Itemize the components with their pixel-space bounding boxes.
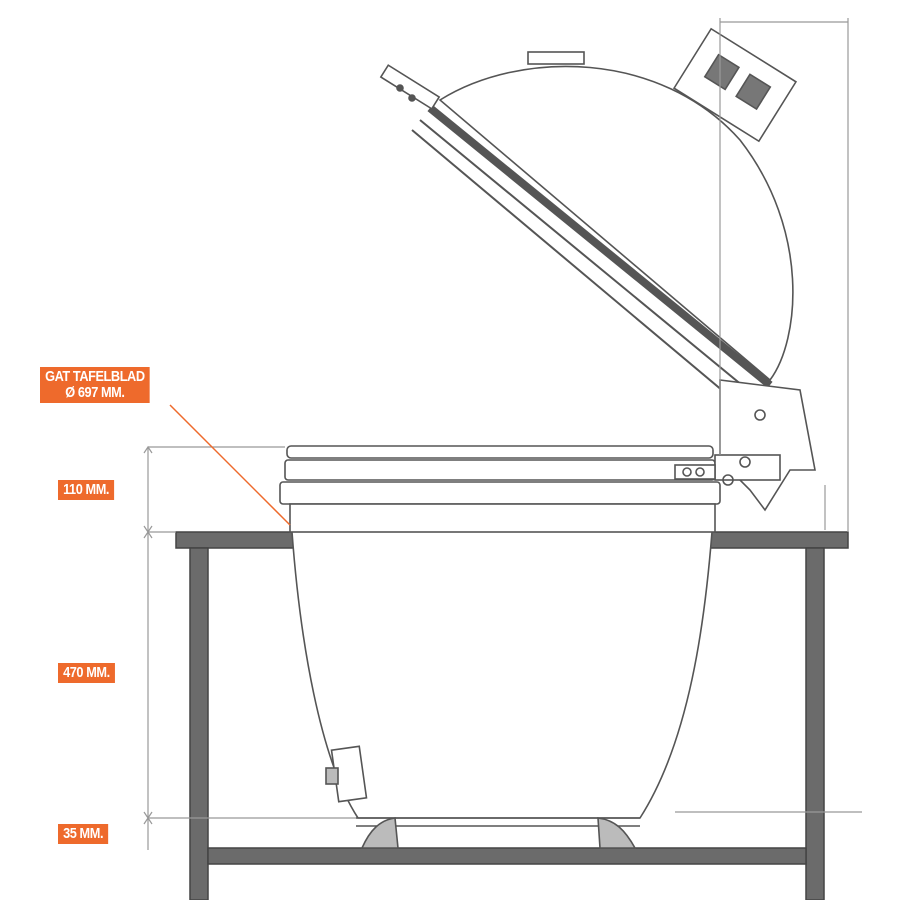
dim-table-height-label: 470 MM. — [58, 663, 115, 683]
hinge — [719, 379, 816, 512]
thermometer-cap — [527, 51, 585, 65]
gasket-ring — [284, 459, 716, 481]
hinge-bolts — [674, 464, 716, 480]
dim-bottom-label: 35 MM. — [58, 824, 109, 844]
hole-diameter-label: GAT TAFELBLAD Ø 697 MM. — [40, 367, 150, 403]
dim-dome-base-label: 110 MM. — [58, 480, 115, 500]
top-vent — [672, 27, 798, 143]
base-ring — [279, 481, 721, 505]
bottom-vent — [325, 745, 368, 803]
handle-bar — [379, 64, 441, 110]
grill-dome — [438, 65, 794, 382]
hole-diameter-value: Ø 697 MM. — [65, 384, 125, 401]
foot-left — [360, 817, 399, 849]
hole-title: GAT TAFELBLAD — [45, 368, 145, 385]
leader-line — [169, 404, 291, 526]
foot-right — [597, 817, 637, 849]
dimension-lines — [143, 18, 862, 850]
